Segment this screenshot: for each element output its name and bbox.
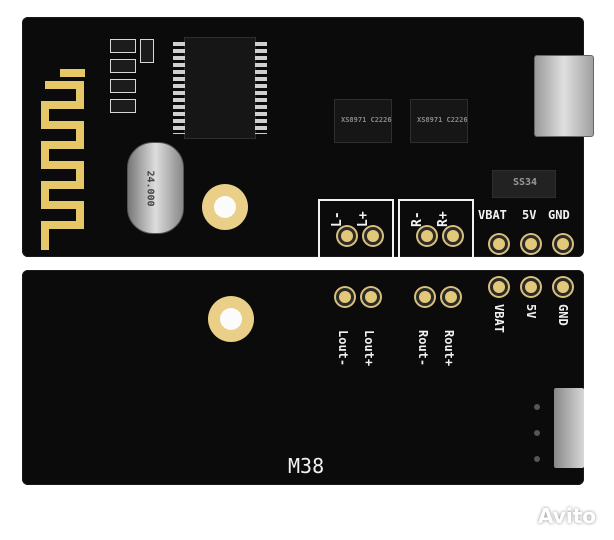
pad-5v-bottom: [522, 278, 540, 296]
label-5v: 5V: [522, 208, 537, 222]
antenna-trace: [41, 69, 85, 250]
pad-rout-plus: [442, 288, 460, 306]
label-l-plus: L+: [356, 211, 371, 227]
label-rout-plus: Rout+: [442, 330, 456, 367]
label-gnd-bottom: GND: [556, 304, 570, 326]
crystal-marking: 24.000: [144, 170, 156, 207]
mounting-hole-bottom: [208, 296, 254, 342]
diode-marking: SS34: [513, 177, 538, 188]
avito-watermark: Avito: [538, 504, 596, 528]
pad-gnd: [554, 235, 572, 253]
smd-resistor: [110, 79, 136, 93]
mounting-hole-top: [202, 184, 248, 230]
pad-lout-minus: [336, 288, 354, 306]
label-r-minus: R-: [410, 211, 425, 227]
label-vbat: VBAT: [478, 208, 507, 222]
label-5v-bottom: 5V: [524, 304, 538, 319]
via: [534, 430, 540, 436]
amplifier-chip-left: XS8971 C2226: [334, 99, 392, 143]
via: [534, 456, 540, 462]
pcb-top-side: 24.000 XS8971 C2226 XS8971 C2226 SS34 L-…: [22, 17, 594, 257]
amplifier-chip-right: XS8971 C2226: [410, 99, 468, 143]
left-channel-box: L- L+: [318, 199, 394, 257]
label-gnd: GND: [548, 208, 570, 222]
smd-resistor: [110, 59, 136, 73]
pcb-bottom-side: Lout- Lout+ Rout- Rout+ VBAT 5V GND M38: [22, 270, 584, 485]
pad-vbat-bottom: [490, 278, 508, 296]
smd-resistor: [110, 39, 136, 53]
pad-l-minus: [338, 227, 356, 245]
right-channel-box: R- R+: [398, 199, 474, 257]
pad-lout-plus: [362, 288, 380, 306]
label-l-minus: L-: [330, 211, 345, 227]
micro-usb-connector: [534, 55, 594, 137]
chip-marking: XS8971 C2226: [341, 116, 392, 124]
pad-r-minus: [418, 227, 436, 245]
via: [534, 404, 540, 410]
label-rout-minus: Rout-: [416, 330, 430, 367]
label-r-plus: R+: [436, 211, 451, 227]
smd-capacitor: [140, 39, 154, 63]
pad-l-plus: [364, 227, 382, 245]
smd-resistor: [110, 99, 136, 113]
schottky-diode: SS34: [492, 170, 556, 198]
pad-5v: [522, 235, 540, 253]
pad-vbat: [490, 235, 508, 253]
label-lout-plus: Lout+: [362, 330, 376, 367]
pad-r-plus: [444, 227, 462, 245]
usb-connector-edge: [554, 388, 584, 468]
chip-marking: XS8971 C2226: [417, 116, 468, 124]
label-lout-minus: Lout-: [336, 330, 350, 367]
pad-gnd-bottom: [554, 278, 572, 296]
crystal-oscillator: 24.000: [127, 142, 184, 234]
label-vbat-bottom: VBAT: [492, 304, 506, 333]
pad-rout-minus: [416, 288, 434, 306]
model-marking: M38: [288, 454, 325, 478]
bluetooth-soc-chip: [173, 37, 267, 139]
